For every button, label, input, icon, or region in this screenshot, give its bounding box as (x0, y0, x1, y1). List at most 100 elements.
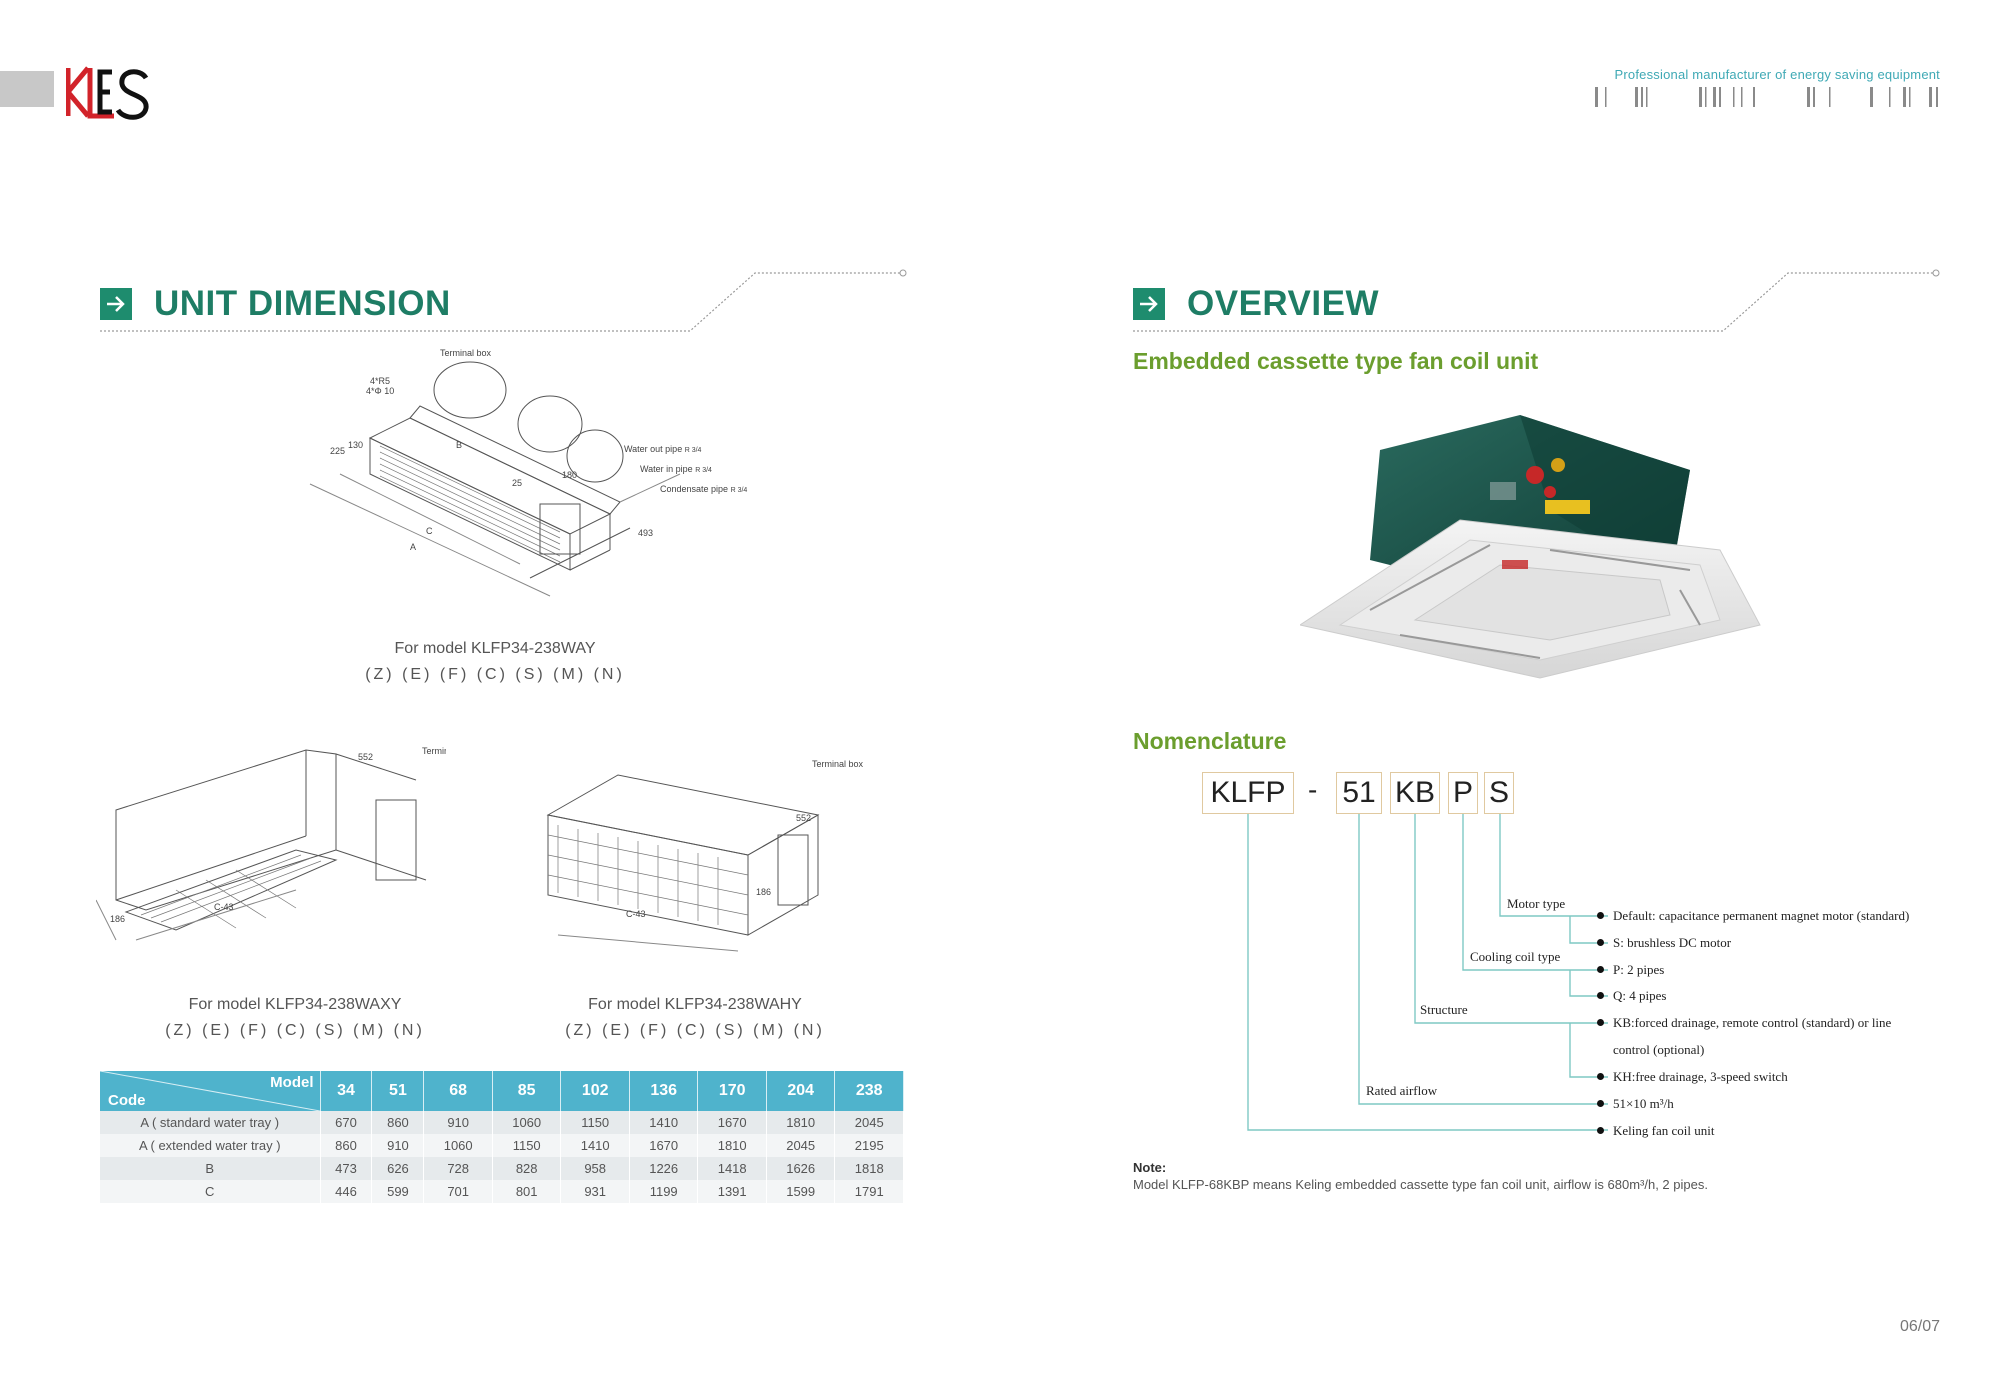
label-terminal-box-2: Terminal box (422, 746, 446, 756)
table-cell: 1150 (560, 1111, 630, 1134)
diagram-concealed-unit: Terminal box 4*R5 4*Φ 10 225 130 B C A 2… (309, 348, 747, 597)
table-header-cell: 34 (320, 1071, 373, 1111)
table-cell: 910 (371, 1134, 425, 1157)
cassette-unit-image (1300, 415, 1761, 679)
list-item: 51×10 m³/h (1597, 1090, 1674, 1117)
bullet-icon (1597, 912, 1604, 919)
header-code-label: Code (108, 1092, 146, 1109)
label-rated-airflow: Rated airflow (1366, 1083, 1438, 1098)
label-dim-phi10: 4*Φ 10 (366, 386, 394, 396)
arrow-right-icon (100, 288, 132, 320)
table-cell: 701 (423, 1180, 493, 1203)
code-box-airflow: 51 (1336, 772, 1382, 814)
unit-dimension-title: UNIT DIMENSION (154, 284, 451, 323)
table-header-cell: 170 (697, 1071, 767, 1111)
heading-divider-line (100, 269, 907, 332)
bullet-icon (1597, 939, 1604, 946)
label-dim-552-2: 552 (358, 752, 373, 762)
bullet-icon (1597, 1019, 1604, 1026)
label-dim-186-3: 186 (756, 887, 771, 897)
diagonal-divider (100, 1071, 320, 1111)
table-cell: 860 (371, 1111, 425, 1134)
label-dim-c: C (426, 526, 433, 536)
table-cell: 1418 (697, 1157, 767, 1180)
list-item: P: 2 pipes (1597, 956, 1664, 983)
table-header-row: Model Code 34 51 68 85 102 136 170 204 2… (100, 1071, 904, 1111)
label-dim-225: 225 (330, 446, 345, 456)
list-item: KB:forced drainage, remote control (stan… (1597, 1009, 1891, 1036)
table-header-cell: 204 (766, 1071, 836, 1111)
caption-diagram1: For model KLFP34-238WAY (Z) (E) (F) (C) … (330, 636, 660, 688)
table-row: A ( extended water tray ) 860 910 1060 1… (100, 1134, 904, 1157)
table-cell: 2045 (834, 1111, 904, 1134)
table-header-cell: 136 (629, 1071, 699, 1111)
table-cell: 2045 (766, 1134, 836, 1157)
table-cell: 1626 (766, 1157, 836, 1180)
label-dim-180: 180 (562, 470, 577, 480)
dimension-table: Model Code 34 51 68 85 102 136 170 204 2… (100, 1071, 904, 1203)
table-cell: 670 (320, 1111, 373, 1134)
table-header-cell: 51 (371, 1071, 425, 1111)
caption-codes-2: (Z) (E) (F) (C) (S) (M) (N) (165, 1022, 425, 1039)
label-terminal-box-3: Terminal box (812, 759, 864, 769)
diagram-wahy-unit: Terminal box 552 C-43 186 (546, 759, 864, 952)
table-cell: 1670 (629, 1134, 699, 1157)
table-row-label: C (100, 1180, 321, 1203)
list-item: S: brushless DC motor (1597, 929, 1731, 956)
code-dash: - (1308, 774, 1318, 805)
table-cell: 828 (492, 1157, 562, 1180)
table-corner-cell: Model Code (100, 1071, 321, 1111)
list-item-continuation: control (optional) (1613, 1042, 1705, 1057)
list-item: KH:free drainage, 3-speed switch (1597, 1063, 1788, 1090)
caption-model-2: For model KLFP34-238WAXY (188, 996, 402, 1013)
caption-model-1: For model KLFP34-238WAY (394, 640, 596, 657)
bullet-icon (1597, 966, 1604, 973)
table-cell: 1391 (697, 1180, 767, 1203)
table-cell: 910 (423, 1111, 493, 1134)
bullet-icon (1597, 1073, 1604, 1080)
arrow-right-icon (1133, 288, 1165, 320)
table-cell: 958 (560, 1157, 630, 1180)
bullet-icon (1597, 992, 1604, 999)
barcode-decoration (1595, 87, 1938, 107)
page-number: 06/07 (1899, 1318, 1940, 1335)
caption-model-3: For model KLFP34-238WAHY (588, 996, 802, 1013)
table-cell: 1060 (492, 1111, 562, 1134)
label-motor-type: Motor type (1507, 896, 1566, 911)
label-dim-25: 25 (512, 478, 522, 488)
table-row: B 473 626 728 828 958 1226 1418 1626 181… (100, 1157, 904, 1180)
table-cell: 1818 (834, 1157, 904, 1180)
table-cell: 1150 (492, 1134, 562, 1157)
heading-divider-line (1133, 269, 1940, 332)
label-cooling-coil-type: Cooling coil type (1470, 949, 1561, 964)
label-structure: Structure (1420, 1002, 1468, 1017)
caption-diagram2: For model KLFP34-238WAXY (Z) (E) (F) (C)… (130, 992, 460, 1044)
code-box-structure: KB (1390, 772, 1440, 814)
table-cell: 1810 (766, 1111, 836, 1134)
label-dim-130: 130 (348, 440, 363, 450)
label-condensate: Condensate pipe R 3/4 (660, 484, 747, 494)
table-cell: 1226 (629, 1157, 699, 1180)
table-cell: 626 (371, 1157, 425, 1180)
label-dim-c43-3: C-43 (626, 909, 646, 919)
tagline: Professional manufacturer of energy savi… (1614, 67, 1940, 82)
bullet-icon (1597, 1127, 1604, 1134)
table-cell: 1410 (560, 1134, 630, 1157)
table-header-cell: 68 (423, 1071, 493, 1111)
code-box-motor: S (1484, 772, 1514, 814)
table-cell: 1791 (834, 1180, 904, 1203)
label-water-in: Water in pipe R 3/4 (640, 464, 712, 474)
table-header-cell: 102 (560, 1071, 630, 1111)
table-cell: 931 (560, 1180, 630, 1203)
table-header-cell: 238 (834, 1071, 904, 1111)
code-box-series: KLFP (1202, 772, 1294, 814)
label-dim-b: B (456, 440, 462, 450)
logo-gray-bar (0, 71, 54, 107)
table-cell: 1670 (697, 1111, 767, 1134)
bullet-icon (1597, 1100, 1604, 1107)
table-cell: 473 (320, 1157, 373, 1180)
table-row-label: A ( extended water tray ) (100, 1134, 321, 1157)
table-row: A ( standard water tray ) 670 860 910 10… (100, 1111, 904, 1134)
label-dim-552-3: 552 (796, 813, 811, 823)
code-box-coil: P (1448, 772, 1478, 814)
